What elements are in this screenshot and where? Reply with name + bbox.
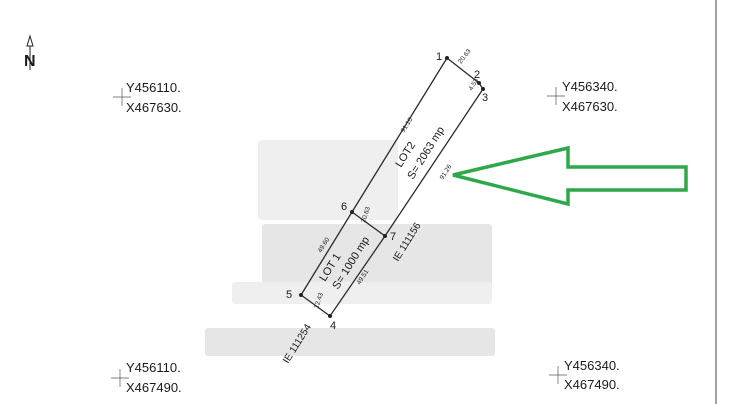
north-arrow-icon: [26, 34, 34, 47]
distance-6-7: 20.63: [360, 206, 372, 224]
corner-y-label: Y456340.: [562, 79, 618, 94]
crosshair-icon: [113, 88, 131, 106]
crosshair-icon: [547, 87, 565, 105]
boundary-5-4: [300, 294, 331, 317]
lot2-label: LOT2 S= 2063 mp: [393, 125, 447, 182]
distance-1-6: 91.10: [400, 116, 415, 134]
point-label-2: 2: [474, 69, 480, 81]
corner-marker-bottom-left: Y456110. X467490.: [111, 360, 182, 395]
point-label-7: 7: [390, 231, 396, 243]
vertex-dot: [445, 56, 449, 60]
vertices: [299, 56, 485, 318]
parcel-outline: [300, 57, 484, 317]
corner-x-label: X467630.: [562, 99, 618, 114]
point-label-3: 3: [482, 92, 488, 104]
point-label-6: 6: [341, 201, 347, 213]
vertex-dot: [328, 314, 332, 318]
point-label-5: 5: [286, 289, 292, 301]
corner-y-label: Y456340.: [564, 358, 620, 373]
boundary-6-5: [300, 211, 353, 296]
vertex-dot: [299, 293, 303, 297]
vertex-dot: [350, 210, 354, 214]
boundary-6-7: [351, 211, 386, 237]
vertex-dot: [481, 87, 485, 91]
corner-x-label: X467630.: [126, 100, 182, 115]
point-labels: 1 2 3 4 5 6 7: [286, 51, 488, 332]
corner-marker-top-right: Y456340. X467630.: [547, 79, 618, 114]
boundary-1-6: [351, 57, 448, 213]
distance-3-7: 91.26: [439, 163, 454, 181]
point-label-4: 4: [330, 320, 336, 332]
vertex-dot: [383, 234, 387, 238]
north-letter: N: [24, 53, 36, 70]
corner-y-label: Y456110.: [126, 360, 181, 375]
corner-x-label: X467490.: [564, 377, 620, 392]
corner-marker-top-left: Y456110. X467630.: [113, 80, 182, 115]
north-arrow: N: [24, 34, 36, 70]
corner-x-label: X467490.: [126, 380, 182, 395]
highlight-arrow-icon: [452, 145, 688, 207]
scan-artifacts: [205, 140, 495, 356]
distance-1-2: 20.63: [457, 48, 473, 65]
corner-y-label: Y456110.: [126, 80, 181, 95]
corner-marker-bottom-right: Y456340. X467490.: [549, 358, 620, 392]
crosshair-icon: [111, 369, 129, 387]
boundary-7-4: [329, 235, 386, 317]
vertex-dot: [477, 81, 481, 85]
distance-5-4: 12.43: [313, 292, 325, 310]
point-label-1: 1: [436, 51, 442, 63]
boundary-1-2: [446, 57, 480, 84]
crosshair-icon: [549, 366, 567, 384]
boundary-3-7: [384, 88, 484, 237]
